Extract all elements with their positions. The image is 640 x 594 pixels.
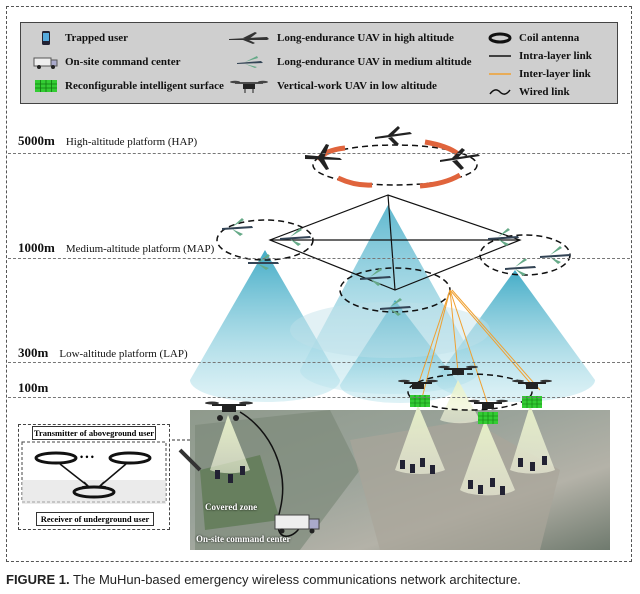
inter-layer-links — [417, 289, 541, 406]
command-center-label: On-site command center — [196, 534, 291, 544]
beam-map-center — [340, 300, 460, 403]
legend-coil-antenna: Coil antenna — [487, 31, 579, 45]
lap-name: Low-altitude platform (LAP) — [59, 348, 188, 360]
caption-label: FIGURE 1. — [6, 572, 70, 587]
orbit-arrow-icon — [419, 172, 462, 189]
beam-lap-4 — [460, 420, 515, 496]
legend-label: Wired link — [519, 86, 570, 98]
covered-zone-label: Covered zone — [205, 502, 258, 512]
ris-panel-icon — [522, 396, 542, 408]
lap-height: 300m — [18, 345, 49, 360]
hap-height: 5000m — [18, 133, 55, 148]
quadcopter-icon — [227, 79, 271, 93]
ris-panel-icon — [478, 412, 498, 424]
label-lap: 300m Low-altitude platform (LAP) — [18, 345, 188, 361]
caption-text: The MuHun-based emergency wireless commu… — [69, 572, 521, 587]
layer-line-hap — [8, 153, 630, 154]
legend-label: Trapped user — [65, 32, 129, 44]
hap-uav-icon — [305, 144, 342, 170]
lap-uav-icon — [468, 399, 508, 409]
layer-line-ground — [8, 397, 630, 398]
legend-label: On-site command center — [65, 56, 181, 68]
coil-antenna-icon — [34, 451, 78, 465]
orbit-arrow-icon — [424, 139, 460, 157]
lap-uav-icon — [438, 365, 478, 375]
figure-caption: FIGURE 1. The MuHun-based emergency wire… — [6, 572, 521, 587]
figure-frame — [6, 6, 632, 562]
legend-wired: Wired link — [487, 85, 570, 99]
map-uav-icon — [280, 228, 311, 246]
ground-height: 100m — [18, 380, 49, 395]
beam-lap-1 — [210, 415, 250, 474]
legend-label: Coil antenna — [519, 32, 580, 44]
legend-inter-layer: Inter-layer link — [487, 67, 591, 81]
map-name: Medium-altitude platform (MAP) — [65, 243, 215, 255]
legend-label: Long-endurance UAV in medium altitude — [277, 56, 472, 68]
legend-command-center: On-site command center — [33, 55, 180, 69]
legend-label: Reconfigurable intelligent surface — [65, 80, 224, 92]
coil-antenna-icon — [108, 451, 152, 465]
coil-antenna-icon — [72, 485, 116, 499]
legend-uav-low: Vertical-work UAV in low altitude — [227, 79, 437, 93]
legend-uav-high: Long-endurance UAV in high altitude — [227, 31, 454, 45]
beam-map-left — [190, 250, 340, 402]
ris-panel-icon — [33, 79, 59, 93]
legend-ris: Reconfigurable intelligent surface — [33, 79, 224, 93]
coil-antenna-inset: Transmitter of aboveground user • • • Re… — [18, 424, 170, 530]
intra-link-icon — [487, 49, 513, 63]
receiver-label: Receiver of underground user — [36, 512, 154, 526]
truck-icon — [33, 55, 59, 69]
map-uav-icon — [248, 254, 279, 270]
coil-antenna-icon — [487, 31, 513, 45]
beam-lap-2 — [395, 405, 445, 475]
coil-antenna-diagram — [21, 441, 167, 504]
legend-label: Inter-layer link — [519, 68, 591, 80]
medium-uav-icon — [227, 55, 271, 69]
map-uav-icon — [505, 258, 536, 276]
lap-uav-icon — [512, 379, 552, 389]
legend-trapped-user: Trapped user — [33, 31, 128, 45]
inset-ellipsis: • • • — [80, 452, 94, 462]
label-ground: 100m — [18, 380, 56, 396]
trapped-users — [215, 456, 547, 495]
hap-uav-icon — [375, 126, 412, 146]
lap-orbit — [407, 373, 533, 411]
label-hap: 5000m High-altitude platform (HAP) — [18, 133, 197, 149]
layer-line-lap — [8, 362, 630, 363]
beam-lap-3 — [440, 380, 480, 424]
wired-link — [239, 411, 301, 537]
inter-link-icon — [487, 67, 513, 81]
map-uav-icon — [380, 298, 411, 316]
command-center-truck-icon — [274, 514, 320, 534]
map-height: 1000m — [18, 240, 55, 255]
legend-uav-medium: Long-endurance UAV in medium altitude — [227, 55, 472, 69]
map-uav-icon — [540, 246, 571, 264]
legend-label: Vertical-work UAV in low altitude — [277, 80, 437, 92]
ris-panel-icon — [410, 395, 430, 407]
map-uav-icon — [222, 218, 253, 236]
legend-label: Long-endurance UAV in high altitude — [277, 32, 454, 44]
phone-icon — [33, 31, 59, 45]
hap-name: High-altitude platform (HAP) — [65, 136, 198, 148]
label-map: 1000m Medium-altitude platform (MAP) — [18, 240, 214, 256]
lap-uav-icon — [205, 401, 253, 421]
map-uav-icon — [360, 268, 391, 286]
legend-label: Intra-layer link — [519, 50, 592, 62]
legend-intra-layer: Intra-layer link — [487, 49, 592, 63]
layer-line-map — [8, 258, 630, 259]
transmitter-label: Transmitter of aboveground user — [32, 426, 156, 440]
fixed-wing-uav-icon — [227, 31, 271, 45]
orbit-arrow-icon — [336, 175, 373, 188]
callout-arrow-icon — [178, 448, 202, 472]
lap-uav-icon — [398, 379, 438, 389]
beam-map-right — [435, 270, 595, 402]
legend: Trapped user On-site command center Reco… — [20, 22, 618, 104]
wired-link-icon — [487, 85, 513, 99]
map-uav-icon — [488, 228, 519, 246]
